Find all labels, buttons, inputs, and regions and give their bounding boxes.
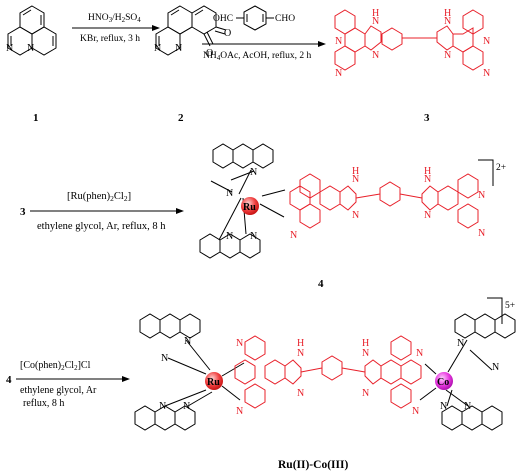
atom-h: H	[297, 338, 304, 349]
atom-ru: Ru	[207, 377, 220, 388]
step3-conditions: ethylene glycol, Ar, reflux, 8 h	[37, 221, 166, 232]
final-ru-fragment	[134, 313, 245, 431]
atom-h: H	[362, 338, 369, 349]
compound-1-structure	[7, 5, 57, 56]
atom-n: N	[483, 68, 490, 79]
atom-n: N	[457, 338, 464, 349]
atom-n: N	[335, 36, 342, 47]
atom-n: N	[335, 68, 342, 79]
atom-n: N	[250, 231, 257, 242]
atom-h: H	[352, 166, 359, 177]
atom-h: H	[444, 8, 451, 19]
atom-n: N	[362, 388, 369, 399]
arrow-head-icon	[152, 25, 160, 31]
atom-co: Co	[437, 377, 449, 388]
atom-n: N	[183, 401, 190, 412]
arrow-head-icon	[122, 376, 130, 382]
step4-conditions-1: ethylene glycol, Ar	[20, 385, 97, 396]
atom-n: N	[483, 36, 490, 47]
atom-n: N	[424, 210, 431, 221]
compound-4-ligand	[289, 173, 479, 229]
atom-n: N	[444, 50, 451, 61]
atom-n: N	[175, 43, 182, 54]
atom-n: N	[440, 401, 447, 412]
step4-reagent: [Co(phen)2Cl2]Cl	[20, 360, 91, 372]
compound-2-label: 2	[178, 112, 184, 124]
atom-n: N	[372, 16, 379, 27]
atom-n: N	[159, 401, 166, 412]
step1-reagent-line1: HNO3/H2SO4	[88, 13, 141, 24]
charge-label: 5+	[505, 301, 515, 311]
ruthenium-center-icon	[241, 197, 259, 215]
atom-n: N	[352, 174, 359, 185]
atom-n: N	[184, 336, 191, 347]
atom-n: N	[236, 406, 243, 417]
terephthalaldehyde-structure	[236, 5, 274, 31]
compound-3-structure	[334, 9, 484, 71]
atom-n: N	[250, 167, 257, 178]
atom-h: H	[424, 166, 431, 177]
compound-2-structure	[155, 5, 227, 56]
cobalt-center-icon	[435, 372, 453, 390]
step4-conditions-2: reflux, 8 h	[23, 398, 64, 409]
final-bridging-ligand	[234, 335, 422, 409]
atom-n: N	[226, 188, 233, 199]
atom-o: O	[206, 48, 213, 59]
atom-n: N	[416, 348, 423, 359]
atom-n: N	[352, 210, 359, 221]
ruthenium-center-icon	[205, 372, 223, 390]
atom-n: N	[478, 190, 485, 201]
atom-n: N	[154, 43, 161, 54]
atom-n: N	[464, 401, 471, 412]
step1-reagent-line2: KBr, reflux, 3 h	[80, 33, 140, 44]
atom-n: N	[412, 406, 419, 417]
atom-n: N	[424, 174, 431, 185]
atom-n: N	[492, 362, 499, 373]
final-product-label: Ru(II)-Co(III)	[278, 459, 348, 471]
aldehyde-group-left: OHC	[213, 14, 233, 24]
charge-bracket-icon	[487, 297, 503, 324]
atom-n: N	[290, 230, 297, 241]
compound-4-label: 4	[318, 278, 324, 290]
arrow-head-icon	[176, 208, 184, 214]
step3-reagent: [Ru(phen)2Cl2]	[67, 191, 131, 203]
compound-1-label: 1	[33, 112, 39, 124]
atom-n: N	[161, 353, 168, 364]
compound-4-structure	[199, 143, 286, 259]
atom-n: N	[297, 348, 304, 359]
atom-o: O	[224, 28, 231, 39]
atom-n: N	[27, 43, 34, 54]
atom-n: N	[6, 43, 13, 54]
arrow-head-icon	[318, 41, 326, 47]
atom-ru: Ru	[243, 202, 256, 213]
atom-n: N	[478, 228, 485, 239]
atom-h: H	[372, 8, 379, 19]
step3-start-label: 3	[20, 206, 26, 218]
aldehyde-group-right: CHO	[275, 14, 295, 24]
atom-n: N	[372, 50, 379, 61]
final-co-fragment	[419, 313, 516, 431]
charge-bracket-icon	[478, 159, 494, 186]
step2-conditions: NH4OAc, AcOH, reflux, 2 h	[203, 50, 312, 62]
atom-n: N	[297, 388, 304, 399]
atom-n: N	[362, 348, 369, 359]
compound-3-label: 3	[424, 112, 430, 124]
step4-start-label: 4	[6, 374, 12, 386]
atom-n: N	[236, 338, 243, 349]
atom-n: N	[444, 16, 451, 27]
charge-label: 2+	[496, 163, 506, 173]
atom-n: N	[226, 231, 233, 242]
